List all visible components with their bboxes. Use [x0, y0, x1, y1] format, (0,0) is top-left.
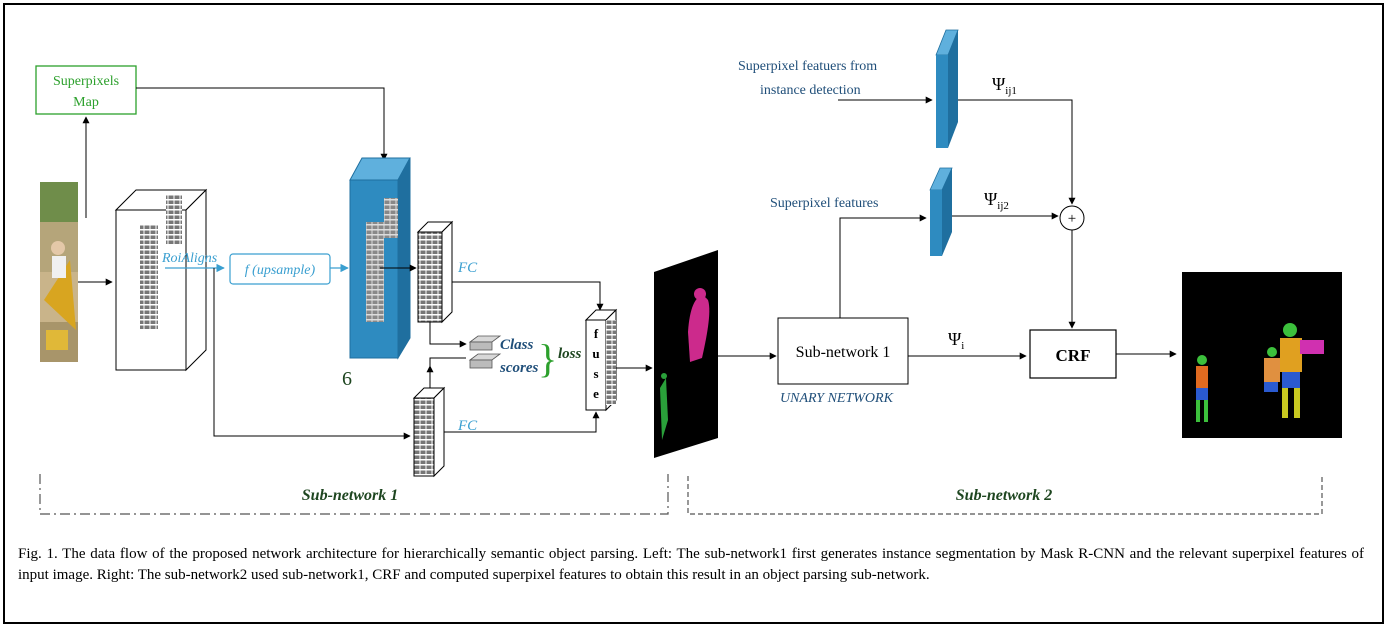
sum-node-plus: + [1068, 211, 1076, 227]
psi-i-label: Ψi [948, 329, 964, 352]
parsing-result-image [1182, 272, 1342, 438]
instance-feature-slab [935, 29, 959, 148]
subnetwork1-box-label: Sub-network 1 [796, 344, 891, 361]
class-label: Class [500, 337, 534, 353]
backbone-feature-box [114, 188, 208, 372]
bottom-fc-scores-connector [429, 357, 466, 366]
unary-network-label: UNARY NETWORK [780, 391, 894, 406]
fuse-letter-u: u [592, 346, 599, 361]
fuse-letter-e: e [593, 386, 599, 401]
superpixels-map-label-line2: Map [73, 95, 99, 110]
fc-bottom-label: FC [457, 418, 478, 434]
figure-frame [3, 3, 1384, 624]
instance-features-label-line2: instance detection [760, 83, 861, 98]
bottom-fc-to-fuse-arrow [444, 411, 600, 433]
fc-top-label: FC [457, 260, 478, 276]
top-fc-to-scores-arrow [429, 322, 467, 348]
bottom-fc-block [412, 386, 446, 478]
instance-features-label-line1: Superpixel featuers from [738, 59, 877, 74]
blue-feature-block [349, 157, 411, 360]
subnetwork1-box [777, 317, 909, 385]
number-six-label: 6 [342, 368, 352, 390]
fuse-letter-f: f [594, 326, 599, 341]
subnetwork2-section-label: Sub-network 2 [956, 487, 1052, 504]
figure-caption: Fig. 1. The data flow of the proposed ne… [18, 546, 1364, 583]
upsample-label: f (upsample) [245, 263, 316, 278]
top-fc-to-fuse-arrow [452, 281, 604, 311]
upsample-box [229, 253, 331, 285]
roialign-to-bottom-fc-arrow [213, 268, 411, 440]
superpixel-feature-slab [929, 167, 953, 256]
subnet-to-superpixel-features-arrow [839, 214, 927, 318]
scores-label: scores [499, 360, 538, 376]
psi-ij2-label: Ψij2 [984, 189, 1009, 212]
class-scores-slabs [468, 335, 502, 369]
superpixel-features-label: Superpixel features [770, 196, 878, 211]
superpixels-map-box [35, 65, 137, 115]
fuse-letter-s: s [593, 366, 598, 381]
crf-box [1029, 329, 1117, 379]
loss-label: loss [558, 346, 582, 362]
subnetwork1-section-label: Sub-network 1 [302, 487, 398, 504]
brace-glyph: } [538, 336, 557, 381]
input-image [40, 182, 78, 362]
subnetwork1-bracket [39, 474, 669, 515]
subnetwork2-bracket [687, 476, 1323, 515]
superpixels-to-feature-arrow [136, 87, 388, 161]
superpixels-map-label-line1: Superpixels [53, 74, 119, 89]
top-fc-block [416, 220, 454, 324]
roialigns-label: RoiAligns [161, 251, 218, 266]
psi-ij1-arrow [958, 99, 1076, 205]
psi-ij1-label: Ψij1 [992, 74, 1017, 97]
instance-segmentation-image [654, 250, 718, 458]
fuse-block [584, 308, 618, 412]
crf-label: CRF [1056, 346, 1091, 365]
